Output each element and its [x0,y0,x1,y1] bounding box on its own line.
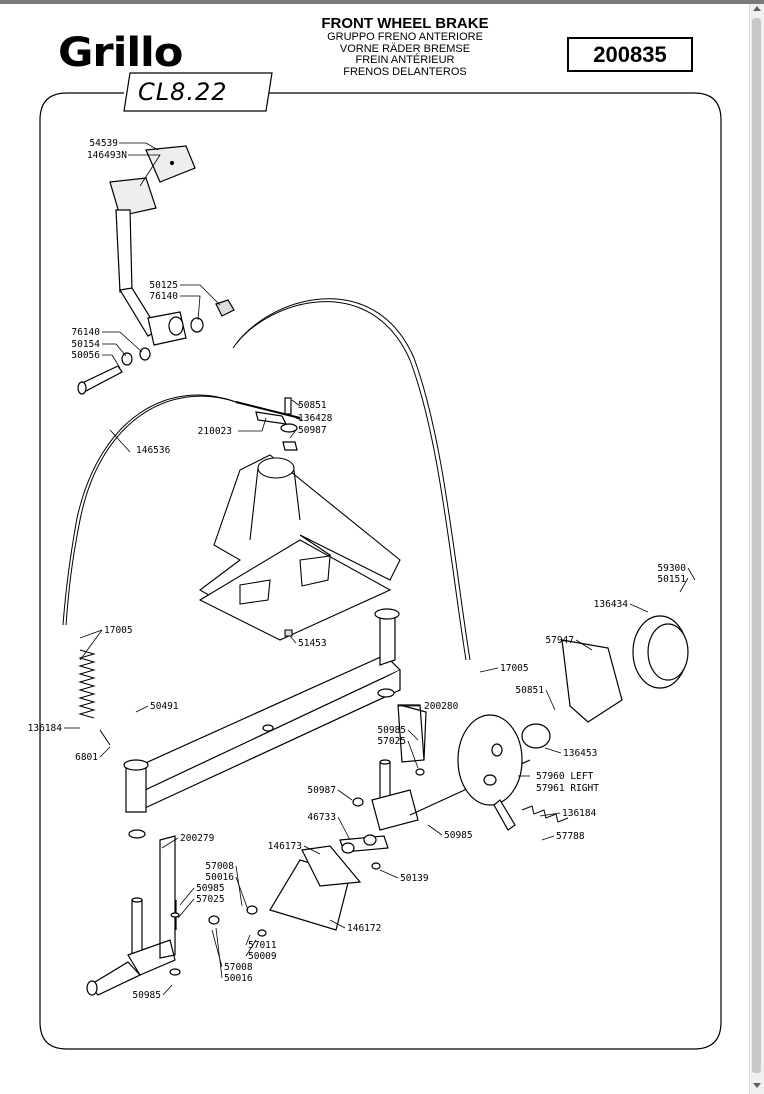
label-50987-lower: 50987 [307,785,336,796]
label-57961-right: 57961 RIGHT [536,783,599,794]
label-136184-left: 136184 [28,723,63,734]
label-57960-left: 57960 LEFT [536,771,593,782]
label-50056: 50056 [71,350,100,361]
scroll-down-arrow-icon[interactable] [753,1083,761,1088]
label-136453: 136453 [563,748,597,759]
label-50151: 50151 [657,574,686,585]
label-50491: 50491 [150,701,179,712]
label-146536: 146536 [136,445,171,456]
label-51453: 51453 [298,638,327,649]
label-50985-left: 50985 [196,883,225,894]
label-6801: 6801 [75,752,98,763]
label-50987-top: 50987 [298,425,327,436]
scroll-up-arrow-icon[interactable] [753,6,761,11]
label-57947: 57947 [545,635,574,646]
front-axle-beam [123,608,402,839]
left-spindle [86,835,181,996]
label-50985-bottom: 50985 [132,990,161,1001]
label-146172: 146172 [347,923,381,934]
label-57008-lower: 57008 [224,962,253,973]
brake-pedal-assembly [77,145,235,395]
title-german: VORNE RÄDER BREMSE [339,42,471,55]
window-top-bar [0,0,764,4]
title-italian: GRUPPO FRENO ANTERIORE [327,31,483,43]
label-17005-left: 17005 [104,625,133,636]
label-76140: 76140 [71,327,100,338]
leader-lines [64,142,696,996]
part-labels: 54539 146493N 50125 76140 76140 50154 50… [28,138,687,1001]
brand-logo: Grillo [58,30,183,76]
label-50985-upper: 50985 [377,725,406,736]
vertical-scrollbar[interactable] [749,4,764,1094]
part-number-box: 200835 [567,37,693,72]
label-54539: 54539 [89,138,118,149]
title-block: FRONT WHEEL BRAKE GRUPPO FRENO ANTERIORE… [290,16,520,78]
label-210023: 210023 [198,426,232,437]
diagram-frame [39,92,722,1050]
brake-cables [62,298,471,661]
label-136184-right: 136184 [562,808,597,819]
label-50985-right: 50985 [444,830,473,841]
label-57025-left: 57025 [196,894,225,905]
label-136434: 136434 [594,599,629,610]
label-17005-right: 17005 [500,663,529,674]
label-50125: 50125 [149,280,178,291]
label-59300: 59300 [657,563,686,574]
label-57011: 57011 [248,940,277,951]
page-title: FRONT WHEEL BRAKE [321,15,489,32]
label-146173: 146173 [268,841,302,852]
label-50851-top: 50851 [298,400,327,411]
label-57788: 57788 [556,831,585,842]
right-spindle-brake [208,615,689,937]
label-57025-upper: 57025 [377,736,406,747]
label-76140-top: 76140 [149,291,178,302]
model-tab [123,72,273,112]
label-200279: 200279 [180,833,215,844]
label-50154: 50154 [71,339,100,350]
title-spanish: FRENOS DELANTEROS [343,65,467,78]
label-46733: 46733 [307,812,336,823]
title-french: FREIN ANTÉRIEUR [355,54,455,66]
label-50851-right: 50851 [515,685,544,696]
label-50016-upper: 50016 [205,872,234,883]
label-50016-lower: 50016 [224,973,253,984]
label-136428: 136428 [298,413,333,424]
scroll-thumb[interactable] [752,18,761,1073]
label-50139: 50139 [400,873,429,884]
model-name: CL8.22 [138,78,228,106]
label-50009: 50009 [248,951,277,962]
label-200280: 200280 [424,701,459,712]
brake-springs [78,649,569,823]
chassis-frame [198,454,401,641]
cable-clamp [255,397,298,451]
label-57008-upper: 57008 [205,861,234,872]
label-146493N: 146493N [87,150,127,161]
